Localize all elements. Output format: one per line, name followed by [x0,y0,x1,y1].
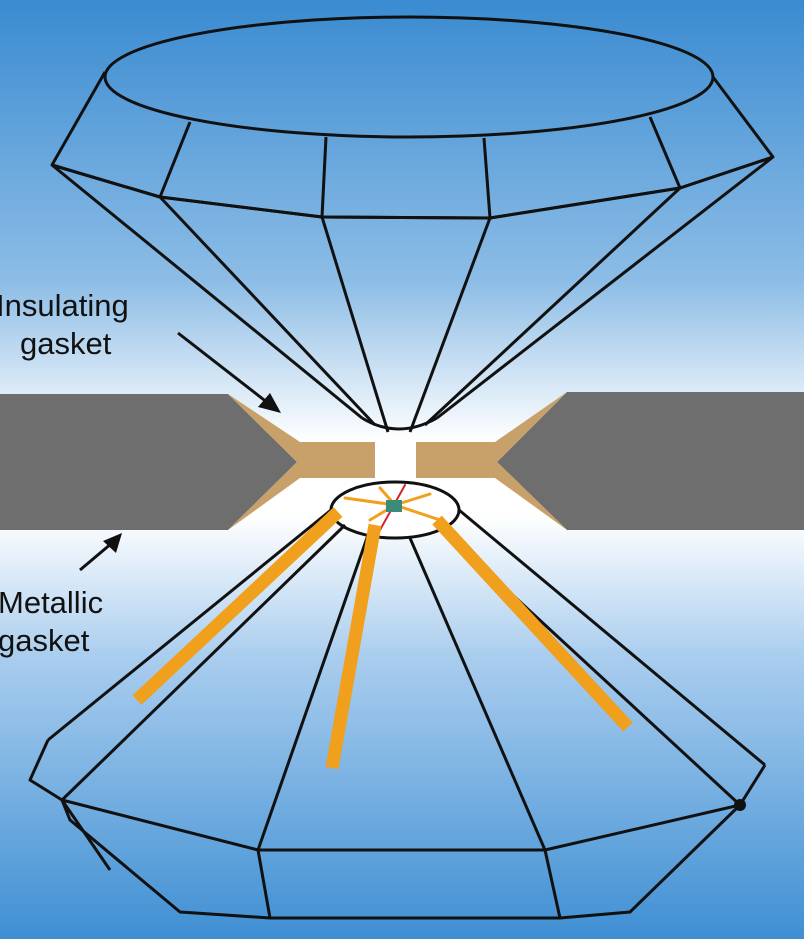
corner-dot [734,799,746,811]
sample-chamber [375,442,416,478]
insulating-gasket-label: Insulating gasket [0,287,129,363]
insulating-gasket [228,392,567,530]
metallic-gasket [0,392,804,530]
sample-square [386,500,402,512]
metallic-gasket-label: Metallic gasket [0,584,103,660]
metallic-gasket-label-line2: gasket [0,623,90,658]
electrode-lead-right [432,515,633,732]
insulating-gasket-arrow [177,331,281,413]
metallic-gasket-label-line1: Metallic [0,585,104,620]
electrode-lead-left [132,507,343,705]
upper-diamond-anvil-icon [52,17,773,432]
culet-electrodes [343,484,442,531]
electrode-lead-center [325,523,382,770]
insulating-gasket-label-line1: Insulating [0,288,129,323]
electrode-leads [132,507,633,770]
metallic-gasket-arrow [79,533,122,572]
upper-girdle [52,157,773,218]
insulating-gasket-label-line2: gasket [20,326,112,361]
